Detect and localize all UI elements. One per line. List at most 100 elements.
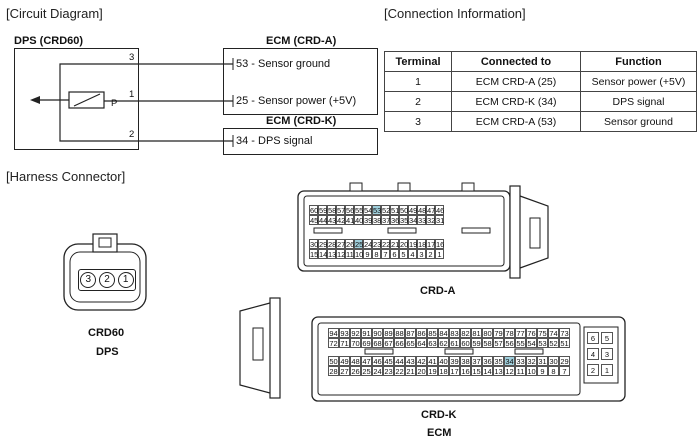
crd-a-pin-44: 44 xyxy=(318,215,328,225)
crd-k-pin-30: 30 xyxy=(548,356,559,366)
crd-a-pin-50: 50 xyxy=(399,205,409,215)
table-header-terminal: Terminal xyxy=(384,51,452,72)
crd-k-pin-78: 78 xyxy=(504,328,515,338)
harness-connector-title: [Harness Connector] xyxy=(6,169,126,184)
crd-k-pin-41: 41 xyxy=(427,356,438,366)
crd-k-pin-71: 71 xyxy=(339,338,350,348)
crd-k-pin-38: 38 xyxy=(460,356,471,366)
crd-k-pin-86: 86 xyxy=(416,328,427,338)
crd-k-pin-34: 34 xyxy=(504,356,515,366)
crd-k-name: CRD-K xyxy=(421,409,457,421)
circuit-wires xyxy=(30,58,234,147)
crd-k-pin-10: 10 xyxy=(526,366,537,376)
crd-k-pin-84: 84 xyxy=(438,328,449,338)
crd-k-pin-80: 80 xyxy=(482,328,493,338)
crd-a-pin-37: 37 xyxy=(381,215,391,225)
dps-box-label: DPS (CRD60) xyxy=(14,35,84,47)
crd-a-pin-46: 46 xyxy=(435,205,445,215)
crd-a-pin-27: 27 xyxy=(336,239,346,249)
crd-k-pin-36: 36 xyxy=(482,356,493,366)
ecm-a-line-53: 53 - Sensor ground xyxy=(236,58,331,70)
crd-k-pin-58: 58 xyxy=(482,338,493,348)
crd-a-pin-54: 54 xyxy=(363,205,373,215)
crd-k-side-pin-4: 4 xyxy=(587,348,599,360)
crd-k-pin-57: 57 xyxy=(493,338,504,348)
crd-k-pin-89: 89 xyxy=(383,328,394,338)
crd-a-pin-40: 40 xyxy=(354,215,364,225)
crd60-name: CRD60 xyxy=(88,327,125,339)
crd-k-pin-43: 43 xyxy=(405,356,416,366)
crd-k-pin-81: 81 xyxy=(471,328,482,338)
crd-k-pin-29: 29 xyxy=(559,356,570,366)
table-row: 2 ECM CRD-K (34) DPS signal xyxy=(384,91,697,112)
crd-k-pin-73: 73 xyxy=(559,328,570,338)
crd-k-pin-39: 39 xyxy=(449,356,460,366)
crd-k-pin-27: 27 xyxy=(339,366,350,376)
crd-a-pin-35: 35 xyxy=(399,215,409,225)
crd-k-pin-94: 94 xyxy=(328,328,339,338)
crd-a-pin-14: 14 xyxy=(318,249,328,259)
crd60-pin-2: 2 xyxy=(98,272,115,288)
crd-a-pin-29: 29 xyxy=(318,239,328,249)
crd-a-pin-51: 51 xyxy=(390,205,400,215)
crd-k-pin-61: 61 xyxy=(449,338,460,348)
crd-k-pin-24: 24 xyxy=(372,366,383,376)
crd-k-pin-8: 8 xyxy=(548,366,559,376)
crd-k-pin-19: 19 xyxy=(427,366,438,376)
crd-k-pin-70: 70 xyxy=(350,338,361,348)
table-cell: ECM CRD-K (34) xyxy=(451,91,581,112)
crd-k-pin-25: 25 xyxy=(361,366,372,376)
crd-a-pin-39: 39 xyxy=(363,215,373,225)
crd-a-pin-55: 55 xyxy=(354,205,364,215)
crd-a-pin-10: 10 xyxy=(354,249,364,259)
crd-k-pin-52: 52 xyxy=(548,338,559,348)
connection-info-title: [Connection Information] xyxy=(384,6,526,21)
crd-a-pin-12: 12 xyxy=(336,249,346,259)
crd-a-pin-3: 3 xyxy=(417,249,426,259)
crd-k-pin-15: 15 xyxy=(471,366,482,376)
crd-a-pin-36: 36 xyxy=(390,215,400,225)
crd-k-pin-11: 11 xyxy=(515,366,526,376)
crd-a-pin-42: 42 xyxy=(336,215,346,225)
crd60-pin-block: 3 2 1 xyxy=(78,269,136,291)
crd-k-pin-26: 26 xyxy=(350,366,361,376)
table-row: 1 ECM CRD-A (25) Sensor power (+5V) xyxy=(384,71,697,92)
crd-k-pin-14: 14 xyxy=(482,366,493,376)
crd-k-pin-77: 77 xyxy=(515,328,526,338)
table-cell: DPS signal xyxy=(580,91,697,112)
crd-k-pin-21: 21 xyxy=(405,366,416,376)
crd-a-pin-24: 24 xyxy=(363,239,373,249)
ecm-k-label: ECM (CRD-K) xyxy=(266,115,337,127)
crd-k-pin-92: 92 xyxy=(350,328,361,338)
crd-a-pin-23: 23 xyxy=(372,239,382,249)
crd-k-connector-outline xyxy=(239,297,626,402)
crd-k-pin-56: 56 xyxy=(504,338,515,348)
crd-a-pin-31: 31 xyxy=(435,215,445,225)
crd-a-pin-22: 22 xyxy=(381,239,391,249)
crd-a-pin-56: 56 xyxy=(345,205,355,215)
crd-k-pin-82: 82 xyxy=(460,328,471,338)
ecm-a-label: ECM (CRD-A) xyxy=(266,35,337,47)
crd-k-pin-51: 51 xyxy=(559,338,570,348)
crd-a-pin-16: 16 xyxy=(435,239,445,249)
crd-a-pin-60: 60 xyxy=(309,205,319,215)
dps-pin1-number: 1 xyxy=(129,89,135,100)
crd-k-pin-35: 35 xyxy=(493,356,504,366)
crd-a-pin-47: 47 xyxy=(426,205,436,215)
crd-k-pin-31: 31 xyxy=(537,356,548,366)
crd-a-pin-4: 4 xyxy=(408,249,417,259)
table-cell: ECM CRD-A (25) xyxy=(451,71,581,92)
ecm-a-box xyxy=(223,48,378,115)
crd-k-pin-18: 18 xyxy=(438,366,449,376)
ecm-k-box xyxy=(223,128,378,155)
crd-k-pin-63: 63 xyxy=(427,338,438,348)
crd-k-pin-69: 69 xyxy=(361,338,372,348)
crd-a-pin-32: 32 xyxy=(426,215,436,225)
crd-a-pin-6: 6 xyxy=(390,249,399,259)
crd-a-pin-9: 9 xyxy=(363,249,372,259)
crd-a-pin-57: 57 xyxy=(336,205,346,215)
crd-k-pin-91: 91 xyxy=(361,328,372,338)
crd-k-pin-54: 54 xyxy=(526,338,537,348)
table-cell: ECM CRD-A (53) xyxy=(451,111,581,132)
sensor-pin-label: P xyxy=(111,98,118,109)
